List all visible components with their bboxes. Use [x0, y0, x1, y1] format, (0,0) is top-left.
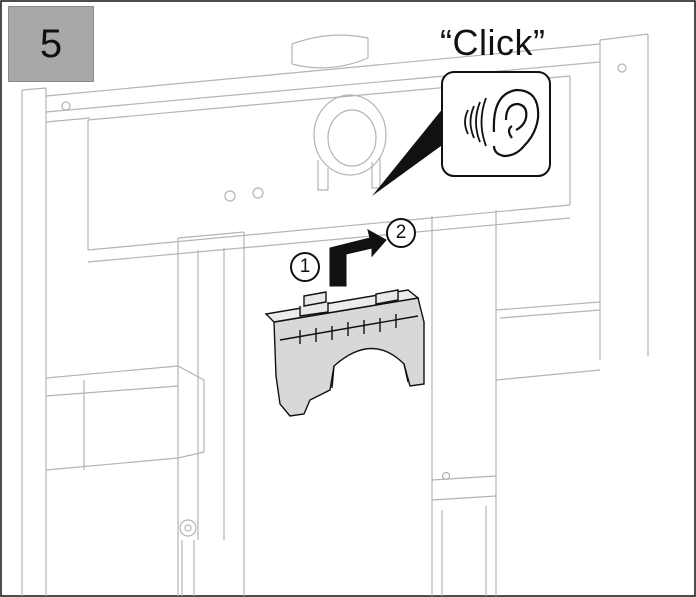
bracket-arch-sides — [331, 363, 409, 389]
left-upright — [21, 87, 47, 596]
pipe-fitting-inner — [327, 109, 377, 167]
step-number: 5 — [39, 21, 63, 66]
mounting-bracket — [264, 289, 425, 417]
bracket-edge — [279, 315, 419, 341]
callout-pointer — [372, 102, 452, 196]
ear-icon — [492, 88, 540, 158]
top-rail — [45, 43, 601, 123]
step-number-box: 5 — [8, 6, 94, 82]
foot-bolt-center — [184, 524, 192, 532]
cross-beam-lower — [87, 217, 571, 263]
bend-arrow-icon — [329, 229, 387, 287]
sound-waves-icon — [464, 97, 487, 147]
left-side-bracket — [45, 365, 205, 471]
drain-pipe — [291, 34, 369, 69]
fitting-bracket — [317, 158, 381, 191]
threaded-rod — [181, 540, 195, 596]
click-sound-label: “Click” — [440, 22, 546, 63]
bracket-tab-right — [375, 289, 399, 305]
bracket-body — [273, 297, 425, 417]
sequence-step-1: 1 — [290, 252, 320, 282]
left-leg-inner — [197, 248, 225, 540]
sequence-step-2: 2 — [386, 218, 416, 248]
beam-hole-1 — [224, 190, 236, 202]
left-leg — [177, 231, 245, 596]
right-side-bracket — [495, 301, 601, 381]
frame-hole-right — [617, 63, 627, 73]
right-leg-foot — [431, 475, 497, 596]
cross-beam — [87, 75, 571, 251]
frame-hole-left — [61, 101, 71, 111]
pipe-fitting-outer — [313, 94, 387, 176]
beam-hole-2 — [252, 187, 264, 199]
callout-bubble — [441, 71, 551, 177]
bracket-tab-left — [303, 291, 327, 307]
foot-bolt — [179, 519, 197, 537]
installation-frame — [21, 33, 649, 596]
right-upright — [599, 33, 649, 360]
right-leg — [431, 210, 497, 596]
